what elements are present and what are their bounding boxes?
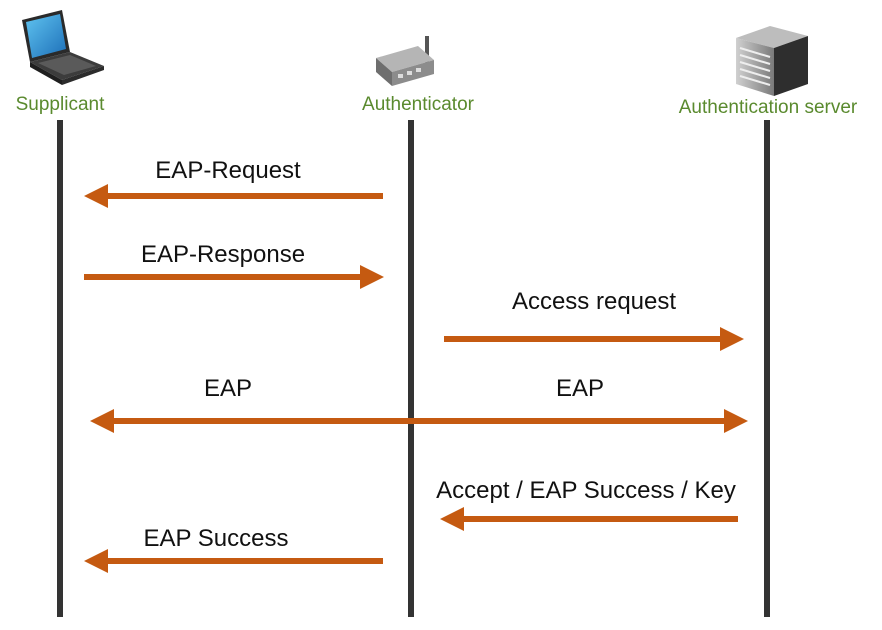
laptop-icon bbox=[22, 10, 104, 85]
actor-label-supplicant: Supplicant bbox=[16, 94, 105, 115]
actor-label-authenticator: Authenticator bbox=[362, 94, 475, 115]
message-label: Access request bbox=[512, 288, 676, 315]
message-eap-request: EAP-Request bbox=[84, 157, 383, 208]
message-access-request: Access request bbox=[444, 288, 744, 351]
server-icon bbox=[736, 26, 808, 96]
message-accept-success-key: Accept / EAP Success / Key bbox=[436, 477, 738, 531]
arrow-head bbox=[84, 184, 108, 208]
arrow-head bbox=[84, 549, 108, 573]
message-label: Accept / EAP Success / Key bbox=[436, 477, 736, 504]
message-label-right: EAP bbox=[556, 375, 604, 402]
router-icon bbox=[376, 36, 434, 86]
message-eap-response: EAP-Response bbox=[84, 241, 384, 289]
message-label: EAP-Request bbox=[155, 157, 301, 184]
message-label: EAP-Response bbox=[141, 241, 305, 268]
message-label-left: EAP bbox=[204, 375, 252, 402]
arrow-head bbox=[440, 507, 464, 531]
actor-label-server: Authentication server bbox=[679, 97, 858, 118]
arrow-head-left bbox=[90, 409, 114, 433]
arrow-head bbox=[360, 265, 384, 289]
message-label: EAP Success bbox=[144, 525, 289, 552]
arrow-head bbox=[720, 327, 744, 351]
arrow-head-right bbox=[724, 409, 748, 433]
message-eap-success: EAP Success bbox=[84, 525, 383, 573]
message-eap-bidirectional: EAP EAP bbox=[90, 375, 748, 433]
